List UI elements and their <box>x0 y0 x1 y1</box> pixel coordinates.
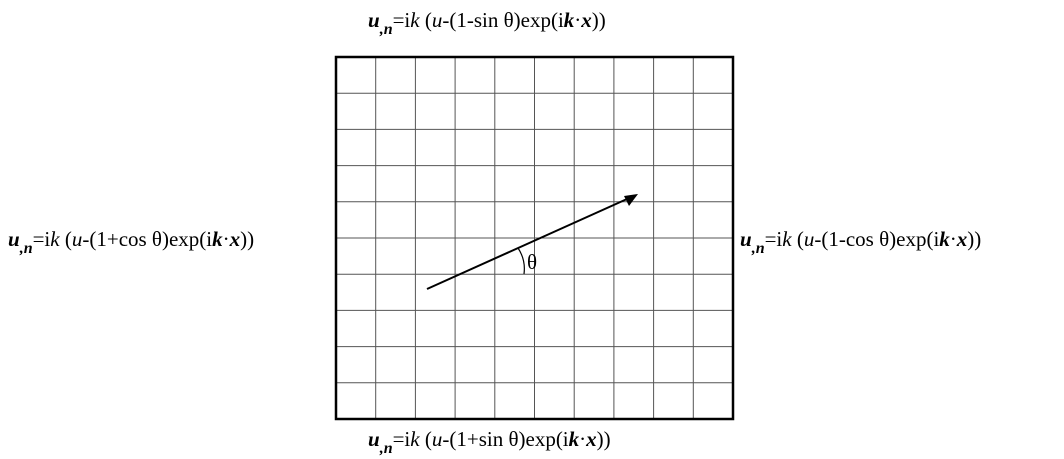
label-right: u,n=ik (u-(1-cos θ)exp(ik·x)) <box>740 227 981 257</box>
label-right-k: k <box>782 227 792 251</box>
label-top-kb: k <box>564 8 575 32</box>
label-right-eq: =i <box>765 227 783 251</box>
label-right-u2: u <box>804 227 815 251</box>
label-bottom-xb: x <box>585 427 597 451</box>
label-bottom-p1: ( <box>420 427 432 451</box>
label-left-u2: u <box>72 227 83 251</box>
label-top-end: )) <box>592 8 606 32</box>
label-top-dot: · <box>574 8 581 32</box>
domain-border <box>334 55 735 421</box>
label-top-u2: u <box>432 8 443 32</box>
label-left-p1: ( <box>60 227 72 251</box>
label-bottom-k: k <box>410 427 420 451</box>
label-top-body: -(1-sin θ)exp(i <box>442 8 564 32</box>
angle-arc <box>517 247 525 275</box>
label-top-p1: ( <box>420 8 432 32</box>
label-top: u,n=ik (u-(1-sin θ)exp(ik·x)) <box>368 8 606 38</box>
angle-label: θ <box>527 250 537 274</box>
label-left-body: -(1+cos θ)exp(i <box>82 227 212 251</box>
label-bottom: u,n=ik (u-(1+sin θ)exp(ik·x)) <box>368 427 611 457</box>
label-left-dot: · <box>223 227 230 251</box>
label-top-eq: =i <box>393 8 411 32</box>
label-left-kb: k <box>212 227 223 251</box>
label-bottom-dot: · <box>579 427 586 451</box>
label-bottom-end: )) <box>597 427 611 451</box>
label-bottom-kb: k <box>569 427 580 451</box>
label-right-xb: x <box>956 227 968 251</box>
label-right-body: -(1-cos θ)exp(i <box>814 227 939 251</box>
grid-lines <box>336 57 733 419</box>
label-bottom-u: u <box>368 427 380 451</box>
arrow-head-icon <box>624 194 638 206</box>
label-bottom-sub: ,n <box>379 440 393 457</box>
label-top-k: k <box>410 8 420 32</box>
label-right-dot: · <box>950 227 957 251</box>
label-right-end: )) <box>967 227 981 251</box>
label-top-u: u <box>368 8 380 32</box>
label-right-sub: ,n <box>751 240 765 257</box>
label-right-u: u <box>740 227 752 251</box>
label-right-p1: ( <box>792 227 804 251</box>
label-left-eq: =i <box>33 227 51 251</box>
label-left-u: u <box>8 227 20 251</box>
label-bottom-eq: =i <box>393 427 411 451</box>
label-bottom-body: -(1+sin θ)exp(i <box>442 427 568 451</box>
label-top-xb: x <box>580 8 592 32</box>
label-left-end: )) <box>240 227 254 251</box>
label-left-k: k <box>50 227 60 251</box>
label-left-sub: ,n <box>19 240 33 257</box>
wave-direction-arrow <box>426 198 628 290</box>
label-bottom-u2: u <box>432 427 443 451</box>
label-top-sub: ,n <box>379 21 393 38</box>
label-left-xb: x <box>229 227 241 251</box>
label-left: u,n=ik (u-(1+cos θ)exp(ik·x)) <box>8 227 254 257</box>
label-right-kb: k <box>939 227 950 251</box>
